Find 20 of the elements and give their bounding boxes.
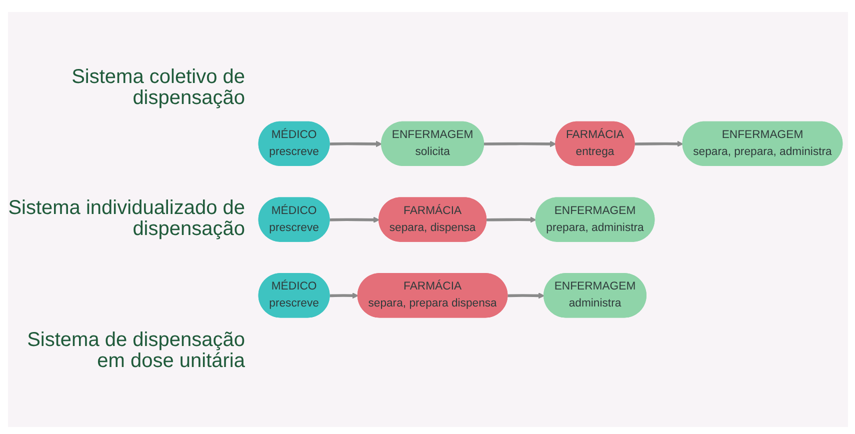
- process-ellipse: MÉDICO prescreve: [258, 273, 330, 318]
- arrow: [486, 216, 536, 223]
- row-title: Sistema individualizado de dispensação: [8, 198, 246, 240]
- arrow: [330, 292, 358, 299]
- process-ellipse: ENFERMAGEM solicita: [381, 121, 484, 166]
- process-ellipse: FARMÁCIA separa, dispensa: [378, 197, 487, 242]
- row-title: Sistema coletivo de dispensação: [70, 66, 246, 109]
- arrow: [508, 292, 545, 299]
- process-ellipse: ENFERMAGEM separa, prepara, administra: [682, 121, 843, 166]
- arrow: [634, 140, 684, 147]
- process-ellipse: FARMÁCIA entrega: [555, 121, 635, 166]
- process-ellipse: MÉDICO prescreve: [258, 197, 330, 242]
- process-ellipse: FARMÁCIA separa, prepara dispensa: [357, 273, 508, 318]
- arrow: [330, 140, 382, 148]
- row-title: Sistema de dispensação em dose unitária: [26, 330, 246, 372]
- arrow: [484, 140, 556, 148]
- process-ellipse: ENFERMAGEM administra: [544, 273, 646, 318]
- arrow: [330, 216, 380, 223]
- process-ellipse: ENFERMAGEM prepara, administra: [535, 197, 655, 242]
- process-ellipse: MÉDICO prescreve: [258, 121, 330, 166]
